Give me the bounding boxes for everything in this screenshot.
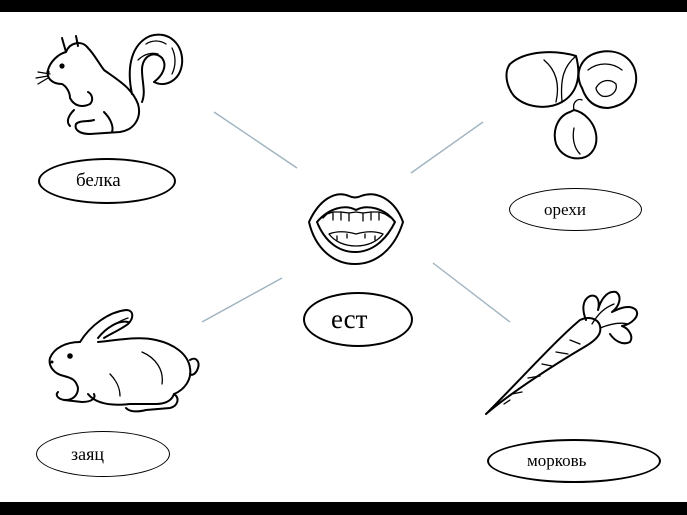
nuts-icon — [505, 50, 638, 160]
oval-eats: ест — [303, 292, 413, 347]
mouth-icon — [308, 193, 404, 265]
line-hare-mouth — [201, 277, 283, 323]
worksheet-slide: белка орехи ест заяц — [0, 12, 687, 502]
word-eats: ест — [331, 304, 368, 334]
word-carrot: морковь — [527, 451, 587, 470]
word-nuts: орехи — [544, 199, 586, 219]
line-squirrel-mouth — [213, 111, 298, 169]
squirrel-icon — [35, 33, 184, 135]
oval-nuts: орехи — [509, 188, 642, 231]
word-hare: заяц — [71, 443, 105, 464]
word-squirrel: белка — [76, 170, 121, 191]
carrot-icon — [485, 290, 638, 415]
connector-lines — [201, 111, 511, 323]
oval-squirrel: белка — [38, 158, 176, 204]
hare-icon — [48, 309, 200, 413]
line-carrot-mouth — [432, 262, 511, 323]
oval-hare: заяц — [36, 431, 170, 477]
oval-carrot: морковь — [487, 439, 661, 483]
line-nuts-mouth — [410, 121, 484, 174]
